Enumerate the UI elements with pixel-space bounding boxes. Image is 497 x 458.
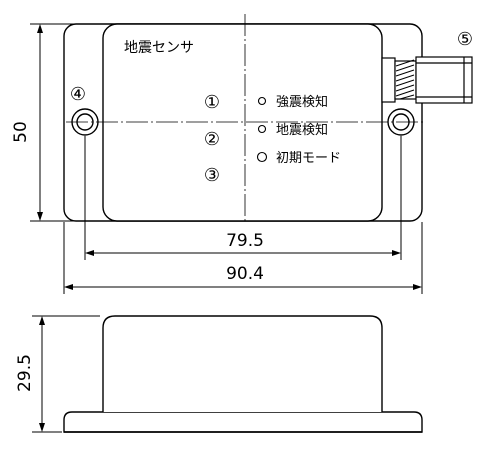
indicator-led-initial-mode bbox=[256, 151, 268, 163]
dimension-side-height bbox=[32, 315, 100, 433]
dimension-79-5-label: 79.5 bbox=[226, 231, 264, 251]
cable-connector bbox=[381, 56, 473, 104]
callout-2: ② bbox=[204, 129, 220, 150]
callout-1: ① bbox=[204, 92, 220, 113]
indicator-label-initial-mode: 初期モード bbox=[276, 151, 341, 166]
sensor-case-outline bbox=[102, 23, 383, 222]
mounting-hole-left bbox=[71, 108, 99, 136]
side-view bbox=[63, 315, 423, 433]
dimension-overall-width bbox=[63, 222, 423, 294]
indicator-led-strong-quake bbox=[257, 96, 267, 106]
dimension-inner-width bbox=[84, 136, 402, 260]
dimension-body-height bbox=[30, 23, 80, 222]
indicator-label-strong-quake: 強震検知 bbox=[276, 94, 328, 110]
dimension-29-5-label: 29.5 bbox=[15, 354, 35, 392]
callout-5: ⑤ bbox=[457, 29, 473, 50]
callout-3: ③ bbox=[204, 165, 220, 186]
dimension-90-4-label: 90.4 bbox=[226, 264, 264, 284]
indicator-label-quake: 地震検知 bbox=[276, 122, 328, 138]
device-title: 地震センサ bbox=[124, 40, 194, 56]
dimension-50-label: 50 bbox=[11, 121, 31, 143]
center-lines bbox=[66, 14, 424, 222]
callout-4: ④ bbox=[70, 84, 86, 105]
mounting-hole-right bbox=[387, 108, 415, 136]
indicator-led-quake bbox=[257, 124, 267, 134]
